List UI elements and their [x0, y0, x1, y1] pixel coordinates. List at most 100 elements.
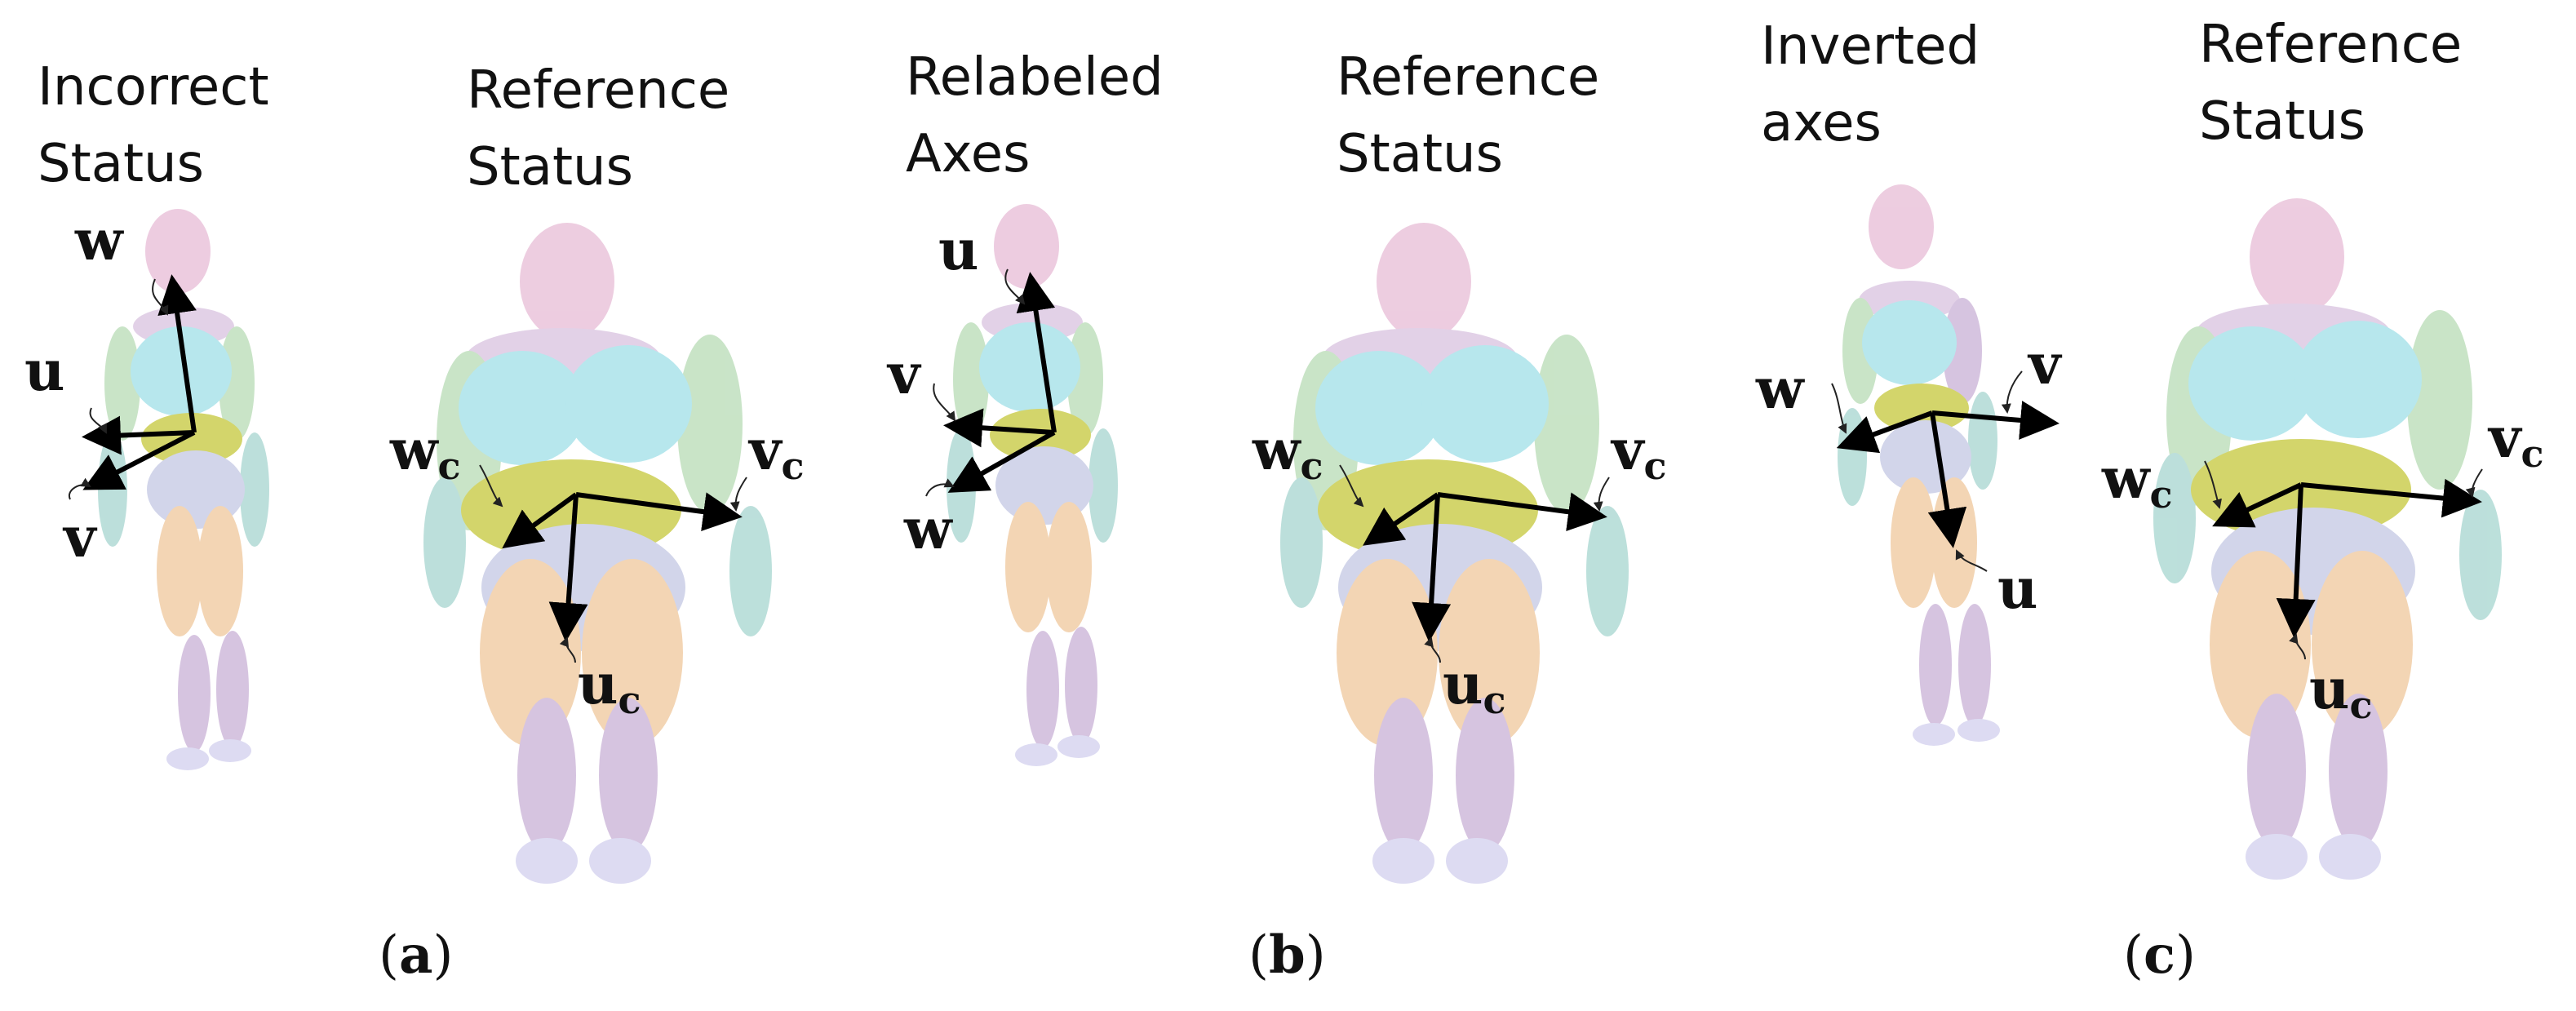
body-forearm-left	[423, 477, 466, 608]
axis-arrow-down	[2276, 484, 2316, 638]
axis-triad: u v w	[886, 218, 1057, 562]
body-head	[1869, 184, 1934, 269]
axis-subscript: c	[782, 444, 805, 488]
body-foot-left	[2246, 834, 2308, 880]
body-chest-left	[1315, 351, 1443, 465]
body-forearm-right	[1088, 428, 1118, 543]
axis-triad: wc vc uc	[389, 418, 805, 722]
leader-line	[1004, 268, 1026, 305]
body-forearm-left	[2153, 453, 2196, 583]
body-chest-right	[1421, 345, 1549, 463]
axis-triad: wc vc uc	[2101, 406, 2544, 727]
body-foot-left	[1372, 838, 1434, 884]
body-head	[145, 209, 211, 294]
panel-label-a: (a)	[379, 925, 453, 986]
body-forearm-right	[240, 432, 269, 547]
title-line-2: Axes	[906, 124, 1030, 184]
body-model	[1838, 184, 2000, 746]
title-line-1: Reference	[1337, 47, 1599, 108]
leader-line	[1831, 383, 1847, 434]
leader-line	[152, 278, 169, 316]
body-model	[423, 223, 772, 884]
body-thigh-left	[157, 506, 202, 636]
title-line-1: Reference	[2199, 15, 2462, 75]
axis-label-u: u	[938, 218, 978, 283]
figure-reference-status-a: Reference Status	[389, 60, 805, 884]
body-thigh-right	[2312, 551, 2413, 738]
figure-inverted-axes: Inverted axes w	[1755, 16, 2063, 746]
panel-letter: a	[399, 925, 432, 986]
body-upper-arm-left	[953, 322, 989, 437]
body-abdomen	[990, 409, 1091, 461]
figure-title: Incorrect Status	[38, 57, 286, 194]
axis-symbol: w	[1252, 418, 1301, 483]
body-head	[994, 204, 1059, 289]
axis-arrow-right	[1931, 401, 2059, 440]
body-shin-right	[1065, 627, 1097, 744]
axis-label-v-c: vc	[2487, 406, 2544, 476]
body-shin-right	[2329, 694, 2388, 849]
leader-line	[89, 407, 107, 434]
axis-label-w-c: wc	[389, 418, 461, 488]
axis-symbol: u	[2309, 657, 2349, 722]
body-head	[1377, 223, 1471, 340]
body-foot-left	[516, 838, 578, 884]
figure-title: Inverted axes	[1761, 16, 1996, 153]
title-line-1: Reference	[467, 60, 729, 121]
leader-line	[1955, 549, 1988, 572]
body-pelvis	[1880, 420, 1971, 494]
axis-symbol: v	[747, 418, 783, 483]
body-foot-right	[209, 739, 251, 762]
axis-label-v: v	[62, 505, 98, 570]
body-shin-left	[178, 635, 211, 752]
axis-arrow-left-upper	[943, 408, 1055, 448]
body-foot-right	[589, 838, 651, 884]
body-upper-arm-right	[1534, 335, 1599, 514]
body-thigh-left	[1005, 502, 1051, 632]
axis-symbol: w	[389, 418, 439, 483]
body-chest	[131, 326, 232, 416]
axis-subscript: c	[438, 444, 461, 488]
leader-line	[1593, 477, 1610, 512]
figure-title: Reference Status	[467, 60, 747, 197]
axis-label-w-c: wc	[2101, 446, 2173, 517]
title-line-1: Relabeled	[906, 47, 1164, 108]
axis-label-w: w	[1755, 357, 1805, 422]
panel-letter: c	[2144, 925, 2175, 986]
body-upper-arm-left	[104, 326, 140, 441]
axis-label-u-c: uc	[1443, 652, 1505, 722]
leader-line	[2001, 370, 2023, 414]
body-abdomen	[1874, 384, 1969, 432]
panel-label-b: (b)	[1248, 925, 1326, 986]
body-thigh-right	[1046, 502, 1092, 632]
body-abdomen	[141, 413, 242, 465]
axis-subscript: c	[618, 678, 641, 722]
body-chest-right	[565, 345, 692, 463]
figure-title: Reference Status	[1337, 47, 1616, 184]
body-shin-left	[517, 698, 576, 853]
axis-arrow-up	[1016, 272, 1057, 433]
axis-symbol: u	[1443, 652, 1483, 717]
body-model	[2153, 198, 2502, 880]
body-foot-left	[1913, 723, 1955, 746]
body-chest-left	[2188, 326, 2316, 441]
body-chest-left	[459, 351, 586, 465]
title-line-1: Incorrect	[38, 57, 269, 118]
axis-label-v: v	[2027, 332, 2063, 397]
figure-reference-status-b: Reference Status	[1252, 47, 1667, 884]
axis-subscript: c	[2150, 472, 2173, 517]
body-thigh-right	[582, 559, 683, 747]
body-model	[1280, 223, 1629, 884]
axis-subscript: c	[2521, 432, 2544, 476]
body-shin-right	[599, 698, 658, 853]
body-forearm-right	[1968, 392, 1997, 490]
body-shin-right	[1456, 698, 1514, 853]
body-upper-arm-right	[677, 335, 743, 514]
axis-label-w: w	[74, 208, 124, 273]
body-foot-right	[1446, 838, 1508, 884]
body-forearm-left	[1280, 477, 1323, 608]
title-line-2: Status	[38, 134, 204, 194]
axis-label-u-c: uc	[2309, 657, 2372, 727]
axis-arrow-left-lower	[947, 430, 1056, 493]
